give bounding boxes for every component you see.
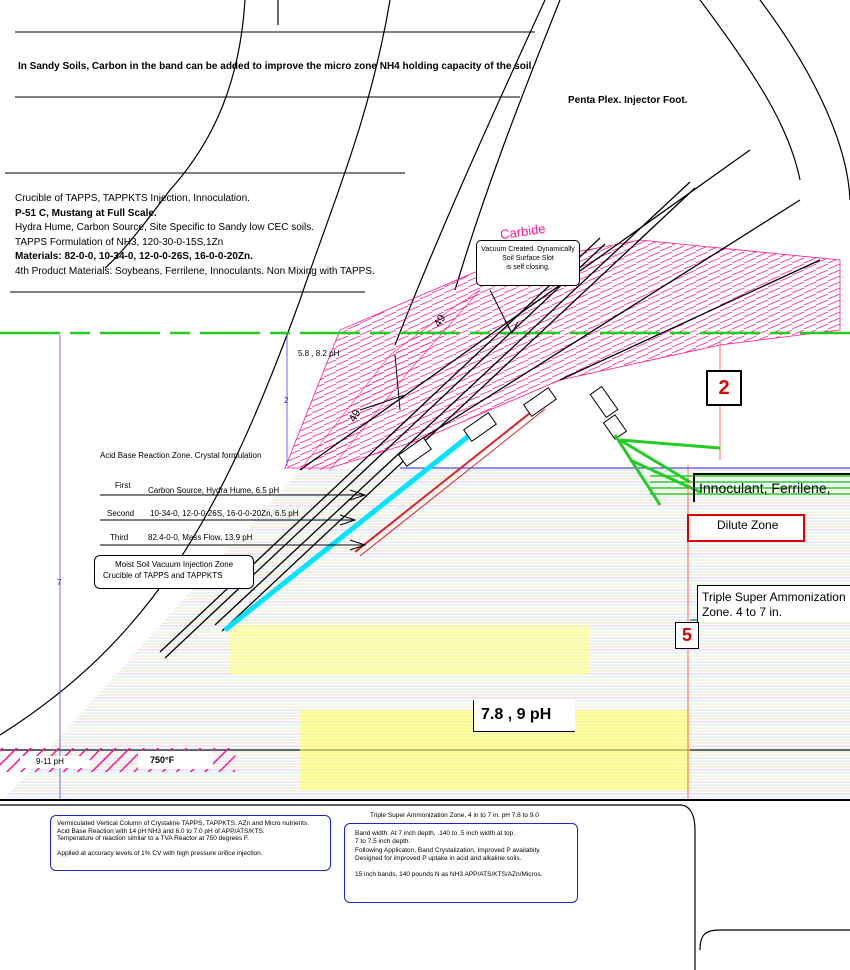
dilute-zone-box: Dilute Zone xyxy=(687,514,805,542)
ph-center-box: 7.8 , 9 pH xyxy=(473,700,575,732)
note-line: Designed for improved P uptake in acid a… xyxy=(355,854,522,862)
band-third-desc: 82.4-0-0, Mass Flow, 13.9 pH xyxy=(148,533,253,542)
crucible-line: P-51 C, Mustang at Full Scale. xyxy=(15,207,157,219)
callout-line: is self closing. xyxy=(506,264,550,271)
notes-left-box: Vermiculated Vertical Column of Crystali… xyxy=(50,815,331,871)
dimension-lines xyxy=(59,335,288,800)
moist-line: Crucible of TAPPS and TAPPKTS xyxy=(103,571,223,580)
penta-plex-label: Penta Plex. Injector Foot. xyxy=(568,95,688,106)
bottom-frame xyxy=(0,804,850,970)
crucible-line: 4th Product Materials: Soybeans, Ferrile… xyxy=(15,265,375,277)
note-line: Band width: At 7 inch depth, .140 to .5 … xyxy=(355,830,516,837)
shank-tubes xyxy=(159,149,821,659)
moist-zone-box: Moist Soil Vacuum Injection Zone Crucibl… xyxy=(94,555,254,589)
note-line xyxy=(57,843,324,851)
note-line: Vermiculated Vertical Column of Crystali… xyxy=(57,820,310,827)
ph-bottom-left: 9-11 pH xyxy=(36,757,64,766)
carbide-callout: Vacuum Created. Dynamically Soil Surface… xyxy=(476,240,580,286)
marker-two-text: 2 xyxy=(718,377,730,399)
yellow-stratum-1 xyxy=(230,625,590,675)
band-arrows xyxy=(100,354,406,551)
note-line: Temperature of reaction similar to a TVA… xyxy=(57,835,249,843)
innoculant-label: Innoculant, Ferrilene, xyxy=(699,480,831,496)
sandy-soil-note: In Sandy Soils, Carbon in the band can b… xyxy=(18,61,535,72)
crucible-line: Hydra Hume, Carbon Source, Site Specific… xyxy=(15,222,315,233)
crucible-line: Crucible of TAPPS, TAPPKTS Injection, In… xyxy=(15,193,250,204)
band-first-order: First xyxy=(115,481,131,490)
triple-super-line: Zone. 4 to 7 in. xyxy=(702,605,783,619)
callout-line: Vacuum Created. Dynamically xyxy=(481,246,575,253)
nozzles xyxy=(398,385,628,468)
ph-bottom-left-box: 9-11 pH xyxy=(20,756,90,768)
carbide-zone xyxy=(284,239,841,469)
marker-two: 2 xyxy=(706,370,742,406)
notes-right-box: Band width: At 7 inch depth, .140 to .5 … xyxy=(344,823,578,903)
triple-super-box: Triple Super Ammonization Zone. 4 to 7 i… xyxy=(697,585,850,622)
ph-top-label: 5.8 , 8.2 pH xyxy=(298,349,340,358)
header-rules xyxy=(5,31,535,293)
crucible-line: Materials: 82-0-0, 10-34-0, 12-0-0-26S, … xyxy=(15,251,253,262)
dimension-seven: 7 xyxy=(57,578,62,587)
band-second-order: Second xyxy=(107,509,135,518)
crucible-block: Crucible of TAPPS, TAPPKTS Injection, In… xyxy=(15,192,375,279)
marker-five-text: 5 xyxy=(681,625,692,645)
acid-base-label: Acid Base Reaction Zone. Crystal formula… xyxy=(100,451,262,460)
note-line: Applied at accuracy levels of 1% CV with… xyxy=(57,850,263,858)
temp-label: 750°F xyxy=(150,755,175,765)
dilute-zone-label: Dilute Zone xyxy=(717,518,779,532)
note-line: 15 inch bands, 140 pounds N as NH3 APP/A… xyxy=(355,871,543,879)
band-second-desc: 10-34-0, 12-0-0-26S, 16-0-0-20Zn, 6.5 pH xyxy=(150,509,299,518)
crucible-line: TAPPS Formulation of NH3, 120-30-0-15S,1… xyxy=(15,236,224,248)
innoculant-box: Innoculant, Ferrilene, xyxy=(693,473,850,502)
note-line: Acid Base Reaction with 14 pH NH3 and 6.… xyxy=(57,827,265,835)
temp-box: 750°F xyxy=(138,751,213,769)
triple-super-line: Triple Super Ammonization xyxy=(702,590,846,604)
note-line: Following Applicaton, Band Crystalizatio… xyxy=(355,846,541,854)
dimension-two: 2 xyxy=(284,396,289,405)
red-tube xyxy=(354,404,541,553)
moist-line: Moist Soil Vacuum Injection Zone xyxy=(115,560,234,569)
note-line xyxy=(355,863,567,871)
band-third-order: Third xyxy=(110,533,129,542)
marker-five: 5 xyxy=(675,622,699,649)
note-line: 7 to 7.5 inch depth. xyxy=(355,838,411,846)
cyan-tube xyxy=(223,433,472,632)
notes-right-title: Triple Super Ammonization Zone, 4 in to … xyxy=(370,812,539,819)
ph-center-label: 7.8 , 9 pH xyxy=(481,706,552,723)
callout-line: Soil Surface Slot xyxy=(502,255,554,262)
band-first-desc: Carbon Source, Hydra Hume, 6.5 pH xyxy=(148,486,280,495)
